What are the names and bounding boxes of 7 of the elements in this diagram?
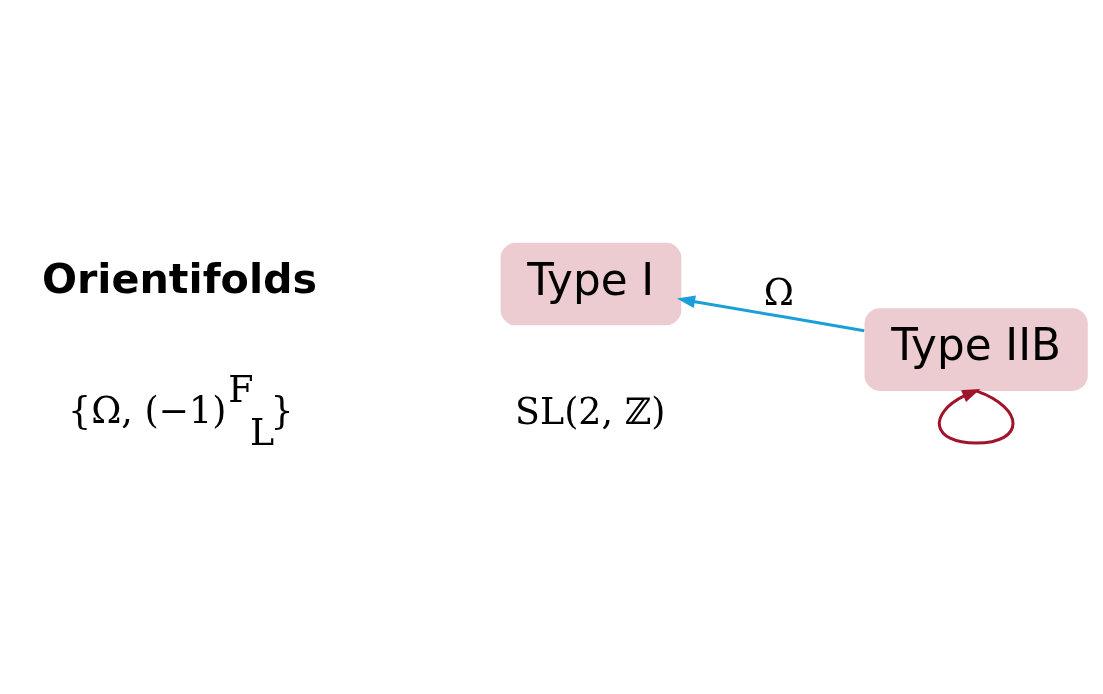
edge-label: Ω xyxy=(763,270,794,314)
label: Orientifolds xyxy=(41,254,318,303)
arrow xyxy=(676,294,865,332)
arrow xyxy=(938,388,1015,445)
label: SL(2, ℤ) xyxy=(515,389,666,433)
node-box: Type I xyxy=(500,242,682,325)
node-box: Type IIB xyxy=(864,307,1088,391)
